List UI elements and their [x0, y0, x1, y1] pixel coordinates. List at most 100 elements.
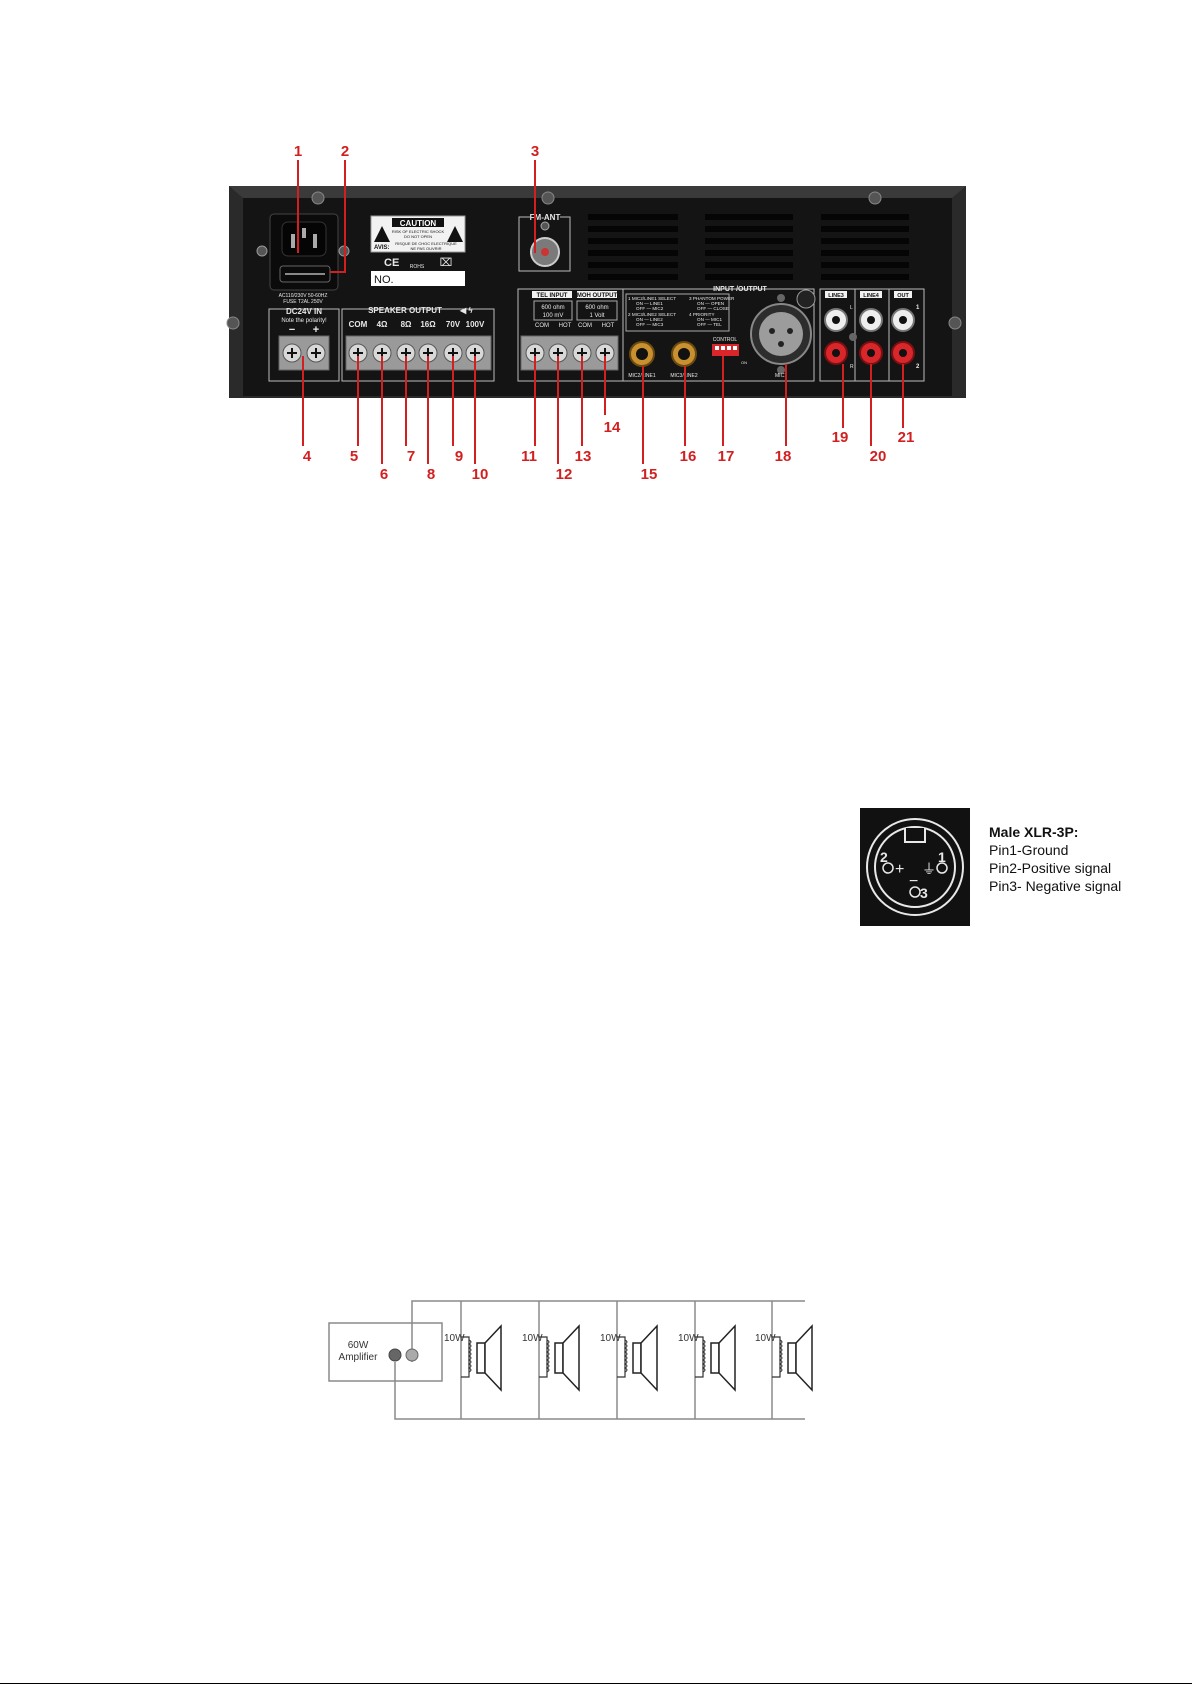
tel-spec2: 100 mV: [543, 313, 564, 319]
avis-line1: RISQUE DE CHOC ELECTRIQUE: [395, 241, 457, 246]
speaker-tap-label: 4Ω: [377, 320, 388, 329]
callout-number: 14: [604, 419, 621, 436]
rca-l-label: L: [850, 305, 853, 311]
com-bus-line: [394, 1362, 805, 1420]
amp-label-line1: 60W: [348, 1340, 369, 1351]
caution-label: [370, 215, 466, 253]
io-title: INPUT /OUTPUT: [713, 286, 767, 293]
xlr-pin2-desc: Pin2-Positive signal: [989, 860, 1112, 876]
moh-spec2: 1 Volt: [589, 313, 604, 319]
out-2-label: 2: [916, 364, 920, 370]
xlr-pin3-desc: Pin3- Negative signal: [989, 878, 1122, 894]
amp-terminal-hot: [405, 1348, 419, 1362]
amplifier-box: [328, 1322, 443, 1382]
fuse-label: FUSE T2AL 250V: [283, 299, 323, 305]
speaker-wattage-label: 10W: [678, 1333, 699, 1344]
avis-label: AVIS:: [374, 245, 390, 251]
speaker-output-icons: ◀ ϟ: [459, 306, 473, 315]
speaker-magnet-icon: [554, 1342, 564, 1374]
weee-icon: ⌧: [440, 257, 453, 269]
callout-number: 21: [898, 429, 915, 446]
xlr-pinout-legend: Male XLR-3P: Pin1-Ground Pin2-Positive s…: [989, 823, 1121, 895]
speaker-tap-label: 16Ω: [420, 320, 436, 329]
speaker-tap-label: 70V: [446, 320, 461, 329]
xlr-pin1-desc: Pin1-Ground: [989, 842, 1069, 858]
dip-on-label: ON: [741, 360, 747, 365]
control-label: CONTROL: [713, 337, 738, 343]
tel-input-title: TEL INPUT: [537, 293, 568, 299]
rohs-mark: ROHS: [410, 264, 425, 270]
callout-number: 3: [531, 143, 539, 160]
io-sw4a: ON — MIC1: [697, 317, 722, 322]
moh-hot-label: HOT: [602, 323, 615, 329]
callout-number: 19: [832, 429, 849, 446]
xlr-plus-label: +: [895, 861, 904, 878]
speaker-cone-icon: [795, 1324, 813, 1392]
callout-number: 9: [455, 448, 463, 465]
out-1-label: 1: [916, 305, 920, 311]
xlr-title: Male XLR-3P:: [989, 824, 1079, 840]
transformer-icon: [617, 1336, 626, 1378]
speaker-tap-label: COM: [349, 320, 368, 329]
io-sw3b: OFF — CLOSE: [697, 306, 729, 311]
callout-number: 10: [472, 466, 489, 483]
callout-number: 11: [521, 448, 537, 465]
dc24v-minus: −: [289, 324, 295, 336]
moh-spec1: 600 ohm: [585, 305, 608, 311]
callout-number: 18: [775, 448, 792, 465]
fm-ant-label: FM-ANT: [530, 213, 561, 222]
callout-number: 13: [575, 448, 592, 465]
caution-line2: DO NOT OPEN: [404, 234, 432, 239]
coil-icon: [778, 1339, 783, 1373]
coil-icon: [467, 1339, 472, 1373]
speaker-wattage-label: 10W: [755, 1333, 776, 1344]
amp-terminal-com: [388, 1348, 402, 1362]
callout-leaders: [297, 160, 904, 464]
coil-icon: [545, 1339, 550, 1373]
line4-label: LINE4: [863, 293, 880, 299]
power-label: AC110/230V 50-60HZ: [279, 293, 328, 299]
moh-output-title: MOH OUTPUT: [577, 293, 618, 299]
coil-icon: [701, 1339, 706, 1373]
amp-label-line2: Amplifier: [339, 1352, 379, 1363]
io-sw1a: ON — LINE1: [636, 301, 663, 306]
fm-antenna-connector: [518, 213, 571, 272]
speaker-magnet-icon: [710, 1342, 720, 1374]
callout-number: 12: [556, 466, 573, 483]
dc24v-plus: +: [313, 324, 319, 336]
callout-number: 4: [303, 448, 312, 465]
line3-label: LINE3: [828, 293, 844, 299]
speaker-cone-icon: [718, 1324, 736, 1392]
mic1-label: MIC1: [775, 373, 787, 379]
speaker-magnet-icon: [787, 1342, 797, 1374]
ground-icon: ⏚: [922, 862, 936, 878]
ventilation-grille: [588, 214, 909, 280]
speaker-cone-icon: [562, 1324, 580, 1392]
callout-number: 7: [407, 448, 415, 465]
xlr-pin3-label: 3: [920, 885, 928, 901]
speaker-wattage-label: 10W: [600, 1333, 621, 1344]
callout-number: 5: [350, 448, 358, 465]
power-inlet: [256, 213, 350, 291]
io-sw2: 2 MIC3/LINE2 SELECT: [628, 312, 676, 317]
dc24v-title: DC24V IN: [286, 307, 322, 316]
transformer-icon: [772, 1336, 781, 1378]
tel-com-label: COM: [535, 323, 549, 329]
callout-number: 17: [718, 448, 735, 465]
speaker-magnet-icon: [476, 1342, 486, 1374]
chassis-screw-icons: [226, 191, 962, 330]
input-output-block: [622, 288, 816, 382]
hot-bus-line: [411, 1300, 805, 1362]
transformer-icon: [539, 1336, 548, 1378]
io-sw4: 4 PRIORITY: [689, 312, 715, 317]
callout-number: 16: [680, 448, 697, 465]
callout-number: 8: [427, 466, 435, 483]
speaker-tap-label: 8Ω: [401, 320, 412, 329]
io-sw3: 3 PHANTOM POWER: [689, 296, 735, 301]
caution-line1: RISK OF ELECTRIC SHOCK: [392, 229, 445, 234]
speaker-wattage-label: 10W: [444, 1333, 465, 1344]
serial-number-label: NO.: [374, 274, 394, 286]
